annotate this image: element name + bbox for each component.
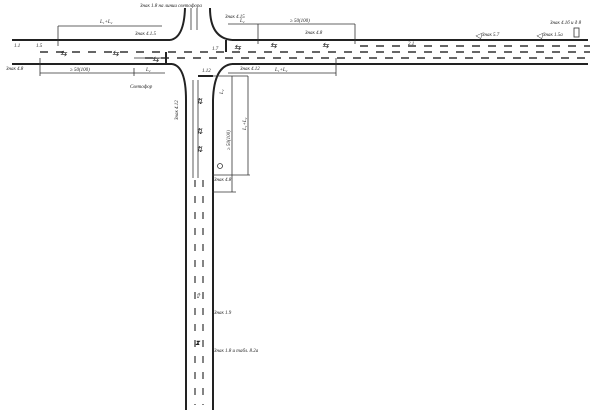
svg-text:⇆: ⇆ (322, 41, 330, 50)
dim-l1-l2-right: L₁+L₂ (274, 68, 288, 73)
svg-text:⇆: ⇆ (112, 49, 120, 58)
label-sign-1-8: Знак 1.8 на линии светофора (140, 4, 202, 9)
dim-distance-top: ≥ 50(100) (290, 19, 310, 24)
label-sign-4-8-vertical: Знак 4.8 (214, 178, 232, 183)
label-sign-4-12: Знак 4.12 (240, 67, 260, 72)
dim-distance-vertical: ≥ 50(100) (227, 130, 232, 150)
label-sign-4-15: Знак 4.15 (225, 15, 245, 20)
arrow-left-icon: ◁ (475, 31, 483, 40)
label-sign-1-5a: Знак 1.5а (543, 33, 563, 38)
dim-l2-vertical: L₂ (220, 89, 225, 95)
corner-curve-bl (171, 63, 187, 101)
arrow-left-icon: ◁ (536, 31, 544, 40)
lane-arrows: ⇆ ⇆ ⇆ ⇆ ⇆ ⇆ ⇅ ⇅ ⇅ (60, 41, 330, 154)
dim-l2-top: L₂ (239, 19, 245, 24)
sign-circle-icon (217, 163, 223, 169)
corner-curve-tr (209, 7, 233, 41)
label-sign-4-12-vertical: Знак 4.12 (175, 100, 180, 120)
marking-1-5: 1.5 (36, 44, 43, 49)
marking-1-7: 1.7 (212, 47, 219, 52)
label-sign-1-9: Знак 1.9 (214, 311, 232, 316)
corner-curve-tl (169, 7, 186, 41)
marking-2-1: 2.1 (408, 42, 414, 47)
arrow-up-icon: ⇧ (195, 292, 201, 300)
svg-text:⇅: ⇅ (196, 127, 203, 136)
svg-text:⇆: ⇆ (270, 41, 278, 50)
label-sign-4-1b: Знак 4.1б и д 8 (550, 21, 582, 26)
svg-text:⇆: ⇆ (234, 43, 242, 52)
dim-distance-left: ≥ 50(100) (70, 68, 90, 73)
warning-sign-icon: ⧗ (195, 339, 201, 347)
svg-text:⇆: ⇆ (152, 55, 160, 64)
label-sign-4-8-left: Знак 4.8 (6, 67, 24, 72)
marking-1-12: 1.12 (202, 69, 211, 74)
svg-text:⇆: ⇆ (60, 49, 68, 58)
corner-curve-br (212, 63, 233, 101)
dim-l2-left: L₂ (145, 68, 151, 73)
sign-plate-icon (573, 27, 580, 38)
label-sign-4-1-5: Знак 4.1.5 (135, 32, 157, 37)
svg-text:⇅: ⇅ (196, 145, 203, 154)
svg-text:⇅: ⇅ (196, 97, 203, 106)
dim-l1-l2-vertical: L₁+L₂ (243, 117, 248, 131)
label-traffic-light: Светофор (130, 85, 153, 90)
label-sign-4-8-top: Знак 4.8 (305, 31, 323, 36)
label-sign-1-8-table: Знак 1.8 и табл. 8.2а (214, 349, 259, 354)
dim-l1-l2-top: L₁+L₂ (99, 20, 113, 25)
marking-1-1: 1.1 (14, 44, 20, 49)
label-sign-5-7: Знак 5.7 (482, 33, 500, 38)
